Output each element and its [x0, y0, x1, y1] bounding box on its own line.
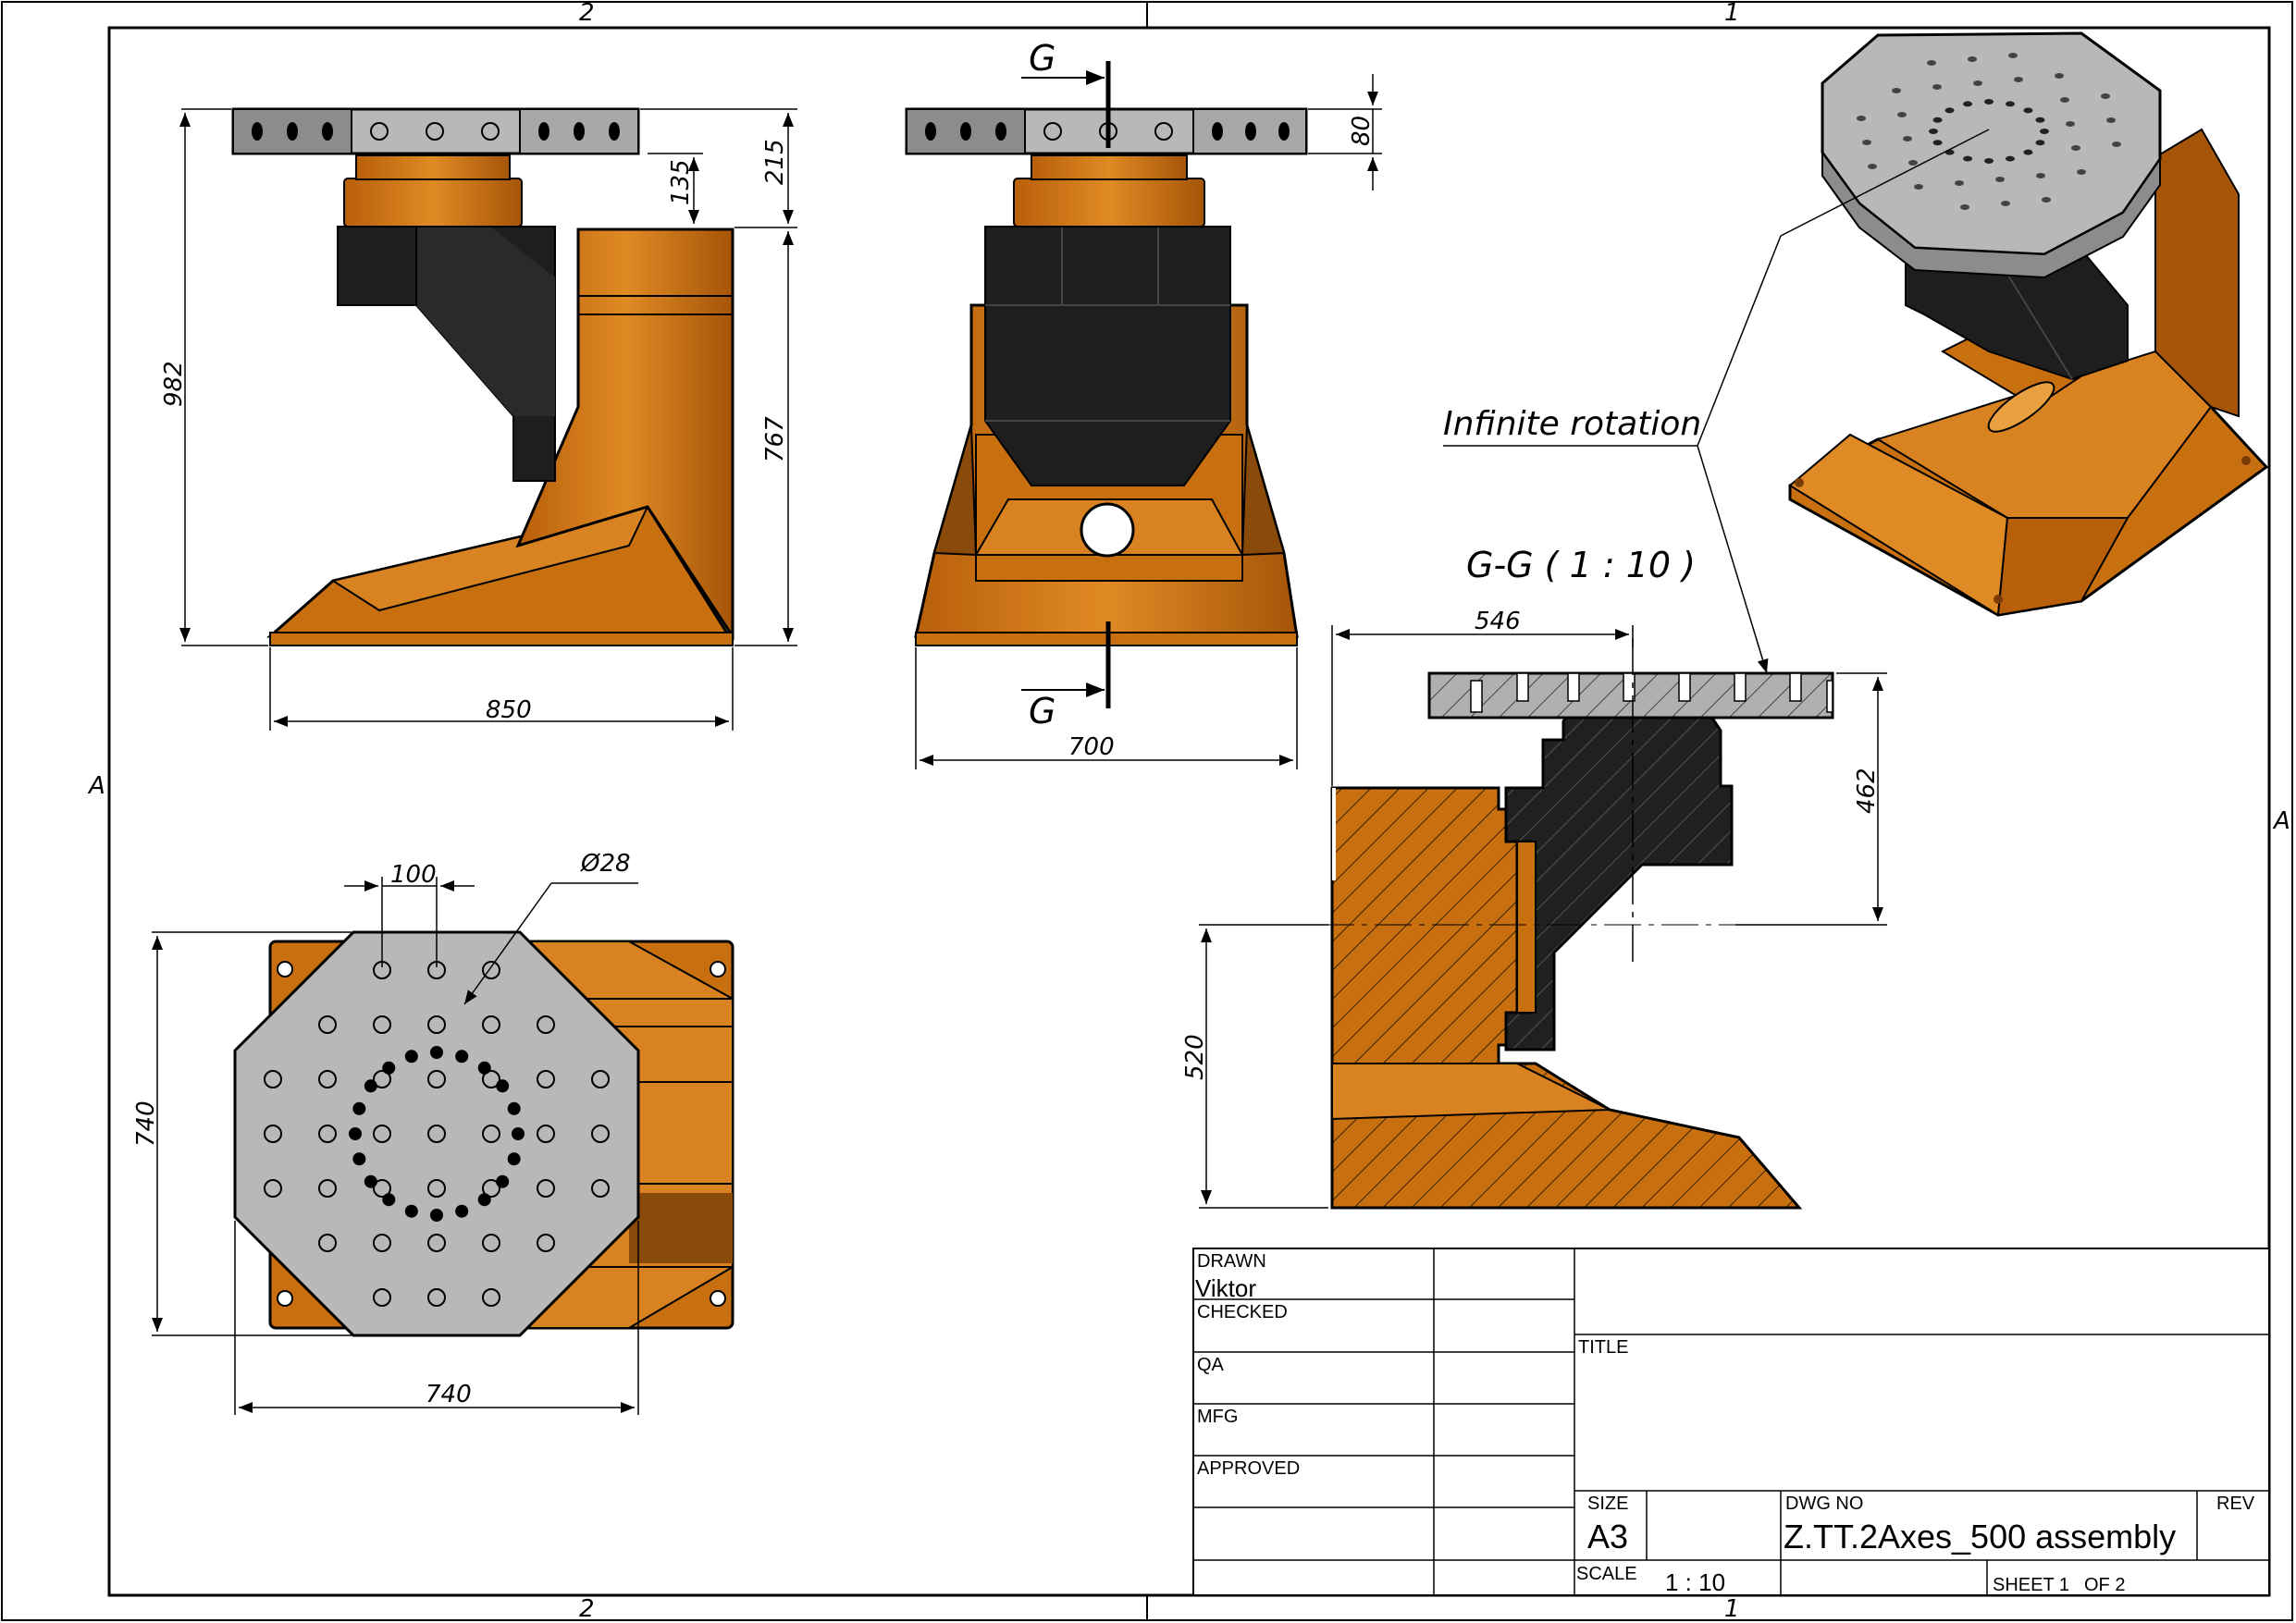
tb-dwg-label: DWG NO [1785, 1494, 1863, 1514]
dim-side-body: 767 [761, 416, 789, 462]
section-marker-bottom: G [1029, 691, 1055, 732]
tb-qa-label: QA [1197, 1355, 1225, 1375]
zone-label-bottom-left: 2 [579, 1595, 595, 1623]
zone-label-bottom-right: 1 [1724, 1595, 1740, 1623]
dim-section-upper: 462 [1853, 768, 1881, 814]
dim-side-height: 982 [160, 361, 188, 407]
tb-drawn-value: Viktor [1195, 1274, 1256, 1302]
dim-section-lower: 520 [1181, 1034, 1209, 1080]
tb-scale-value: 1 : 10 [1665, 1568, 1725, 1596]
tb-rev-label: REV [2216, 1494, 2255, 1514]
tb-dwg-value: Z.TT.2Axes_500 assembly [1784, 1518, 2176, 1555]
section-marker-top: G [1029, 38, 1055, 79]
tb-scale-label: SCALE [1576, 1564, 1637, 1584]
tb-approved-label: APPROVED [1197, 1458, 1300, 1479]
zone-label-right: A [2272, 807, 2290, 835]
section-title: G-G ( 1 : 10 ) [1466, 545, 1696, 585]
top-view: 100 Ø28 740 740 [132, 850, 734, 1415]
title-block: DRAWN Viktor CHECKED QA MFG APPROVED TIT… [1192, 1248, 2270, 1596]
tb-sheet-of: OF 2 [2084, 1575, 2125, 1595]
zone-label-top-left: 2 [579, 0, 595, 27]
dim-top-width: 740 [426, 1381, 472, 1408]
tb-drawn-label: DRAWN [1197, 1251, 1266, 1272]
tb-size-value: A3 [1587, 1518, 1628, 1555]
tb-size-label: SIZE [1587, 1494, 1628, 1514]
tb-title-label: TITLE [1578, 1337, 1628, 1358]
tb-sheet-label: SHEET 1 [1993, 1575, 2069, 1595]
dim-top-pitch: 100 [390, 861, 437, 889]
front-view: G G 700 80 [905, 38, 1382, 769]
dim-top-height: 740 [132, 1100, 160, 1147]
tb-mfg-label: MFG [1197, 1407, 1238, 1427]
dim-front-width: 700 [1068, 733, 1115, 761]
annotation-infinite-rotation: Infinite rotation [1443, 405, 1701, 443]
side-view: 982 850 215 135 767 [160, 107, 797, 731]
dim-section-width: 546 [1475, 608, 1521, 635]
section-view: G-G ( 1 : 10 ) 546 46 [1181, 545, 1887, 1210]
dim-front-plate: 80 [1348, 116, 1376, 146]
zone-label-top-right: 1 [1724, 0, 1740, 27]
zone-label-left: A [87, 772, 105, 800]
tb-checked-label: CHECKED [1197, 1302, 1288, 1322]
iso-view: Infinite rotation [1443, 31, 2269, 674]
dim-side-width: 850 [486, 696, 532, 724]
dim-top-hole: Ø28 [580, 850, 631, 878]
dim-side-flange: 135 [667, 159, 695, 205]
dim-side-top: 215 [761, 139, 789, 185]
